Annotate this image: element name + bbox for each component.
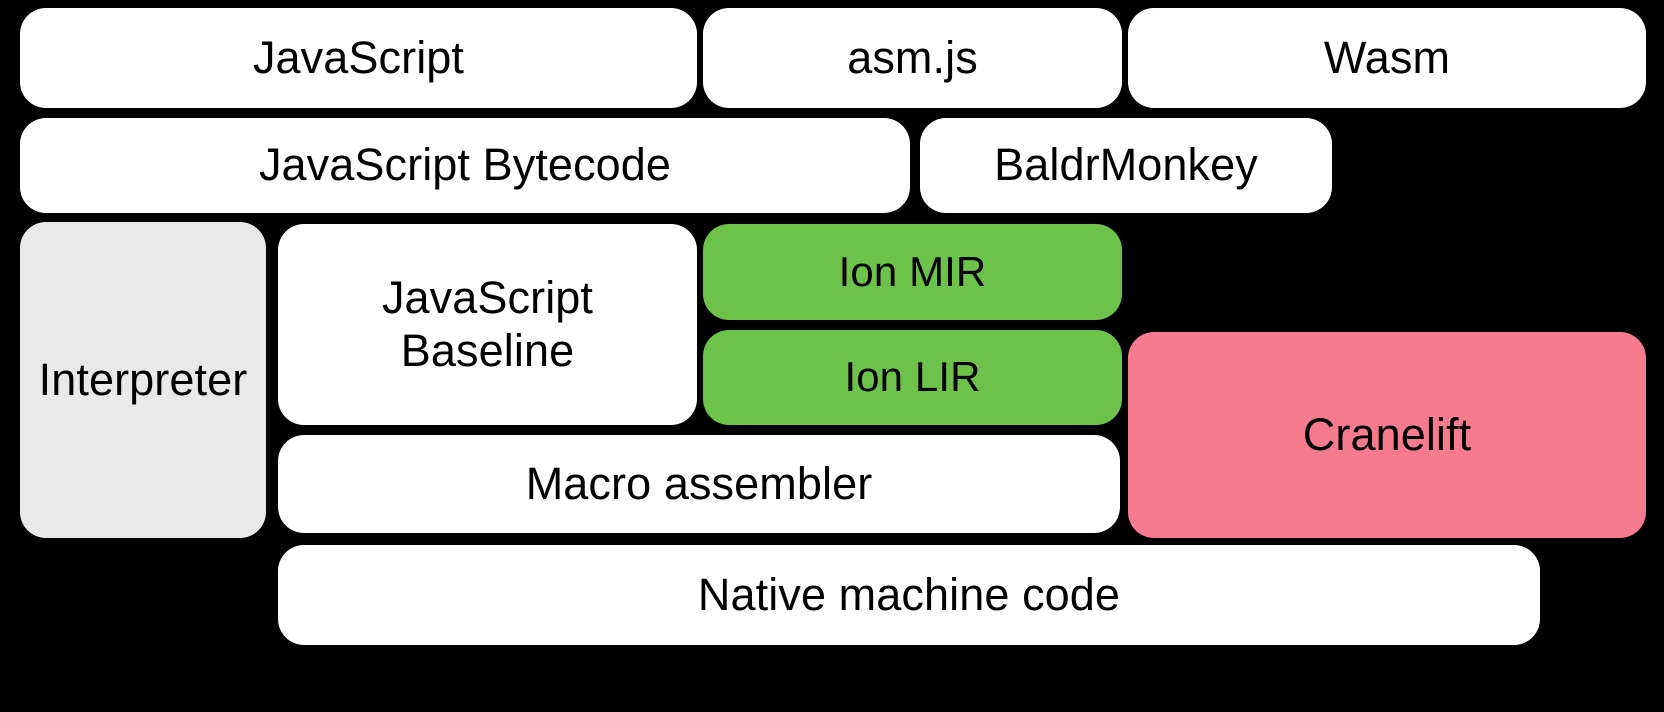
node-javascript: JavaScript bbox=[20, 8, 697, 108]
node-asm-js: asm.js bbox=[703, 8, 1122, 108]
node-wasm: Wasm bbox=[1128, 8, 1646, 108]
node-native-machine-code: Native machine code bbox=[278, 545, 1540, 645]
node-cranelift: Cranelift bbox=[1128, 332, 1646, 538]
node-macro-assembler: Macro assembler bbox=[278, 435, 1120, 533]
node-interpreter: Interpreter bbox=[20, 222, 266, 538]
node-ion-mir: Ion MIR bbox=[703, 224, 1122, 320]
node-baldrmonkey: BaldrMonkey bbox=[920, 118, 1332, 213]
node-ion-lir: Ion LIR bbox=[703, 330, 1122, 425]
node-javascript-bytecode: JavaScript Bytecode bbox=[20, 118, 910, 213]
node-javascript-baseline: JavaScript Baseline bbox=[278, 224, 697, 425]
